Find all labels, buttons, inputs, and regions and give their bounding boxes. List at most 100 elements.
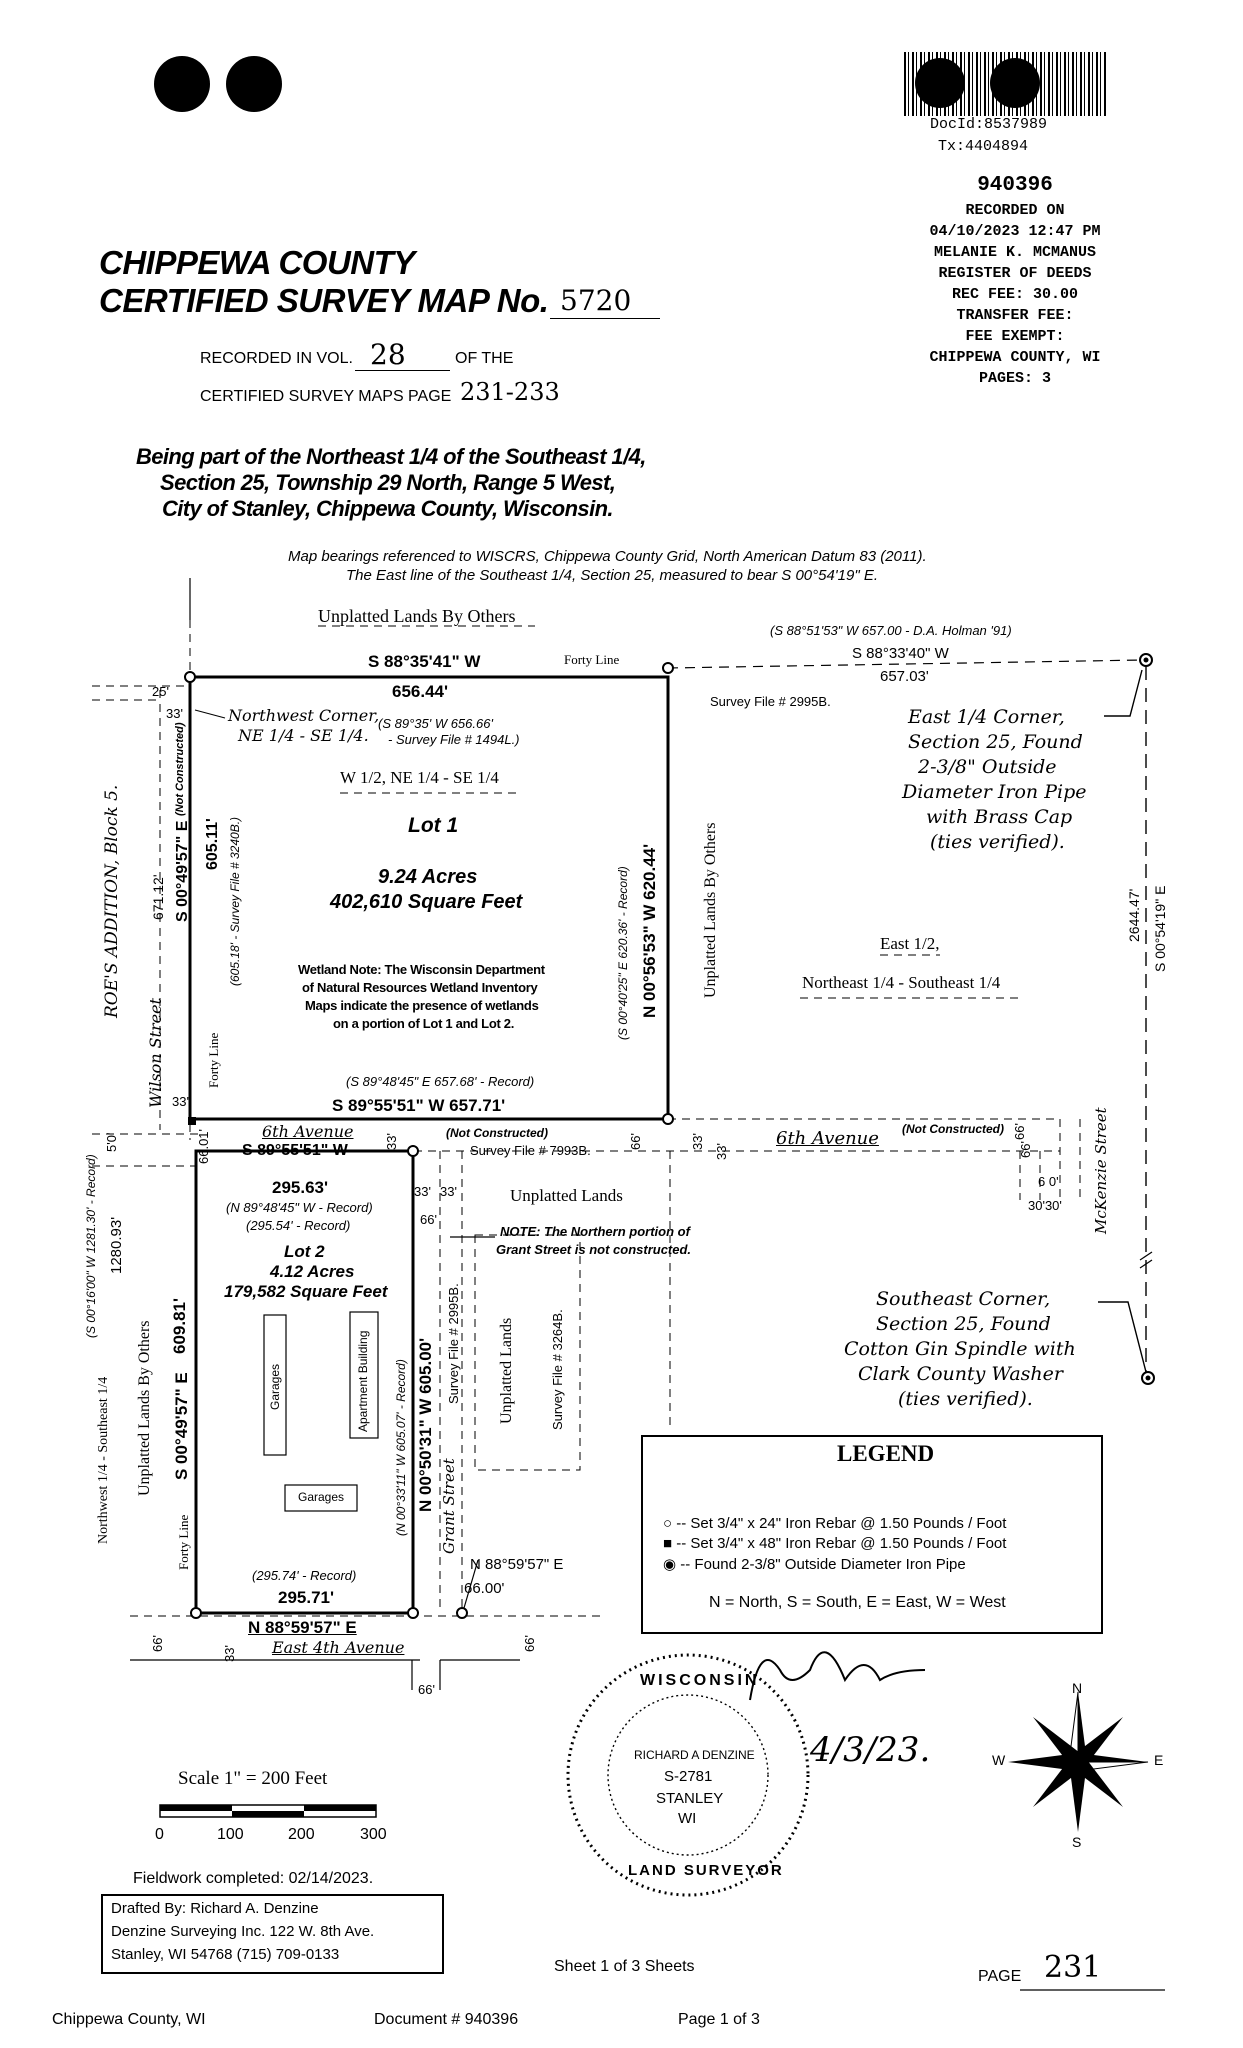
dim-66-c: 66' — [1018, 1141, 1033, 1158]
lot2-north: 295.63' — [272, 1178, 329, 1197]
lot2-north-rec1: (N 89°48'45" W - Record) — [226, 1200, 373, 1215]
legend-box: LEGEND ○ -- Set 3/4" x 24" Iron Rebar @ … — [641, 1435, 1103, 1634]
doc-id: DocId:8537989 — [930, 116, 1048, 133]
dim-33-c: 33' — [714, 1143, 729, 1160]
w-half-label: W 1/2, NE 1/4 - SE 1/4 — [340, 768, 499, 787]
punch-hole-left — [154, 56, 210, 112]
sixth-ave-east: 6th Avenue — [776, 1128, 879, 1149]
legend-directions: N = North, S = South, E = East, W = West — [709, 1594, 1006, 1611]
dim-66-d: 66' — [420, 1212, 437, 1227]
seal-state: WI — [678, 1810, 697, 1827]
se-corner-4: Clark County Washer — [858, 1363, 1063, 1385]
page-number: 231 — [1044, 1950, 1102, 1985]
page-label: PAGE — [978, 1968, 1022, 1985]
dim-60: 6 0' — [1038, 1174, 1059, 1189]
se-corner-5: (ties verified). — [898, 1388, 1033, 1410]
lot2-south-rec: (295.74' - Record) — [252, 1568, 357, 1583]
lot1-west-dist: 605.11' — [204, 818, 221, 870]
garages-label-1: Garages — [268, 1363, 282, 1410]
unplatted-others-east: Unplatted Lands By Others — [702, 822, 719, 998]
nw-corner-2: NE 1/4 - SE 1/4. — [238, 726, 369, 745]
nw-corner-1: Northwest Corner, — [228, 706, 380, 725]
dim-33-e: 33' — [440, 1184, 457, 1199]
register-title: REGISTER OF DEEDS — [938, 265, 1092, 282]
drafted-line-3: Stanley, WI 54768 (715) 709-0133 — [111, 1946, 340, 1963]
record-1494b: - Survey File # 1494L.) — [388, 732, 520, 747]
sixth-bearing: S 89°55'51" W — [242, 1142, 348, 1159]
legend-item-2: ■ -- Set 3/4" x 48" Iron Rebar @ 1.50 Po… — [663, 1535, 1007, 1552]
east-half-1: East 1/2, — [880, 934, 940, 953]
east-corner-5: with Brass Cap — [926, 806, 1073, 828]
map-number-underline — [550, 318, 660, 319]
lot1-east: N 00°56'53" W 620.44' — [640, 843, 659, 1018]
unplatted-others-west: Unplatted Lands By Others — [136, 1320, 153, 1496]
volume-number: 28 — [370, 338, 406, 371]
east-corner-4: Diameter Iron Pipe — [902, 781, 1087, 803]
wetland-note-3: Maps indicate the presence of wetlands — [305, 998, 539, 1013]
dim-33-top: 33' — [166, 706, 183, 721]
survey-3264b: Survey File # 3264B. — [550, 1309, 565, 1430]
lot1-sqft: 402,610 Square Feet — [330, 891, 523, 913]
lot2-label: Lot 2 — [284, 1242, 325, 1261]
seal-top: WISCONSIN — [640, 1672, 760, 1689]
se-corner-1: Southeast Corner, — [876, 1288, 1051, 1310]
north-arrow — [1008, 1691, 1149, 1832]
forty-line-lot2: Forty Line — [176, 1514, 191, 1570]
lot2-east: N 00°50'31" W 605.00' — [416, 1337, 435, 1512]
signature-stroke — [749, 1651, 926, 1701]
recording-county: CHIPPEWA COUNTY, WI — [929, 349, 1101, 366]
lot1-west-nc: (Not Constructed) — [174, 722, 186, 817]
wilson-street: Wilson Street — [146, 997, 165, 1108]
lot1-south: S 89°55'51" W 657.71' — [332, 1096, 506, 1115]
garages-label-2: Garages — [298, 1490, 345, 1504]
legend-item-3-text: -- Found 2-3/8" Outside Diameter Iron Pi… — [680, 1556, 966, 1573]
transfer-fee: TRANSFER FEE: — [956, 307, 1074, 324]
survey-2995b-v: Survey File # 2995B. — [446, 1283, 461, 1404]
punch-hole-barcode-1 — [915, 58, 965, 108]
drafted-by-box: Drafted By: Richard A. Denzine Denzine S… — [101, 1894, 444, 1974]
north-dist-east: 657.03' — [880, 668, 929, 685]
lot2-acres: 4.12 Acres — [270, 1262, 355, 1281]
se-corner-3: Cotton Gin Spindle with — [844, 1338, 1076, 1360]
lot1-acres: 9.24 Acres — [378, 866, 478, 888]
title-csm: CERTIFIED SURVEY MAP No. — [99, 282, 549, 319]
signature-date: 4/3/23. — [810, 1730, 931, 1770]
lot2-sqft: 179,582 Square Feet — [224, 1282, 388, 1301]
scale-tick-100: 100 — [217, 1826, 244, 1843]
drafted-line-2: Denzine Surveying Inc. 122 W. 8th Ave. — [111, 1923, 375, 1940]
wetland-note-4: on a portion of Lot 1 and Lot 2. — [333, 1016, 515, 1031]
legend-item-1: ○ -- Set 3/4" x 24" Iron Rebar @ 1.50 Po… — [663, 1515, 1007, 1532]
seal-number: S-2781 — [664, 1768, 713, 1785]
apartment-box — [349, 1311, 379, 1439]
east-corner-3: 2-3/8" Outside — [918, 756, 1057, 778]
dim-33-6th: 33' — [384, 1133, 399, 1150]
compass-e: E — [1154, 1752, 1164, 1768]
dim-25-top: 25' — [152, 684, 169, 699]
footer-document: Document # 940396 — [374, 2011, 519, 2028]
forty-line-north: Forty Line — [564, 652, 620, 667]
compass-s: S — [1072, 1834, 1082, 1850]
page-range: 231-233 — [460, 378, 560, 406]
fee-exempt: FEE EXEMPT: — [965, 328, 1065, 345]
lot2-south: 295.71' — [278, 1588, 335, 1607]
garage-box-1 — [263, 1314, 287, 1456]
lot2-east-rec: (N 00°33'11" W 605.07' - Record) — [394, 1359, 408, 1536]
sixth-ave-nc: (Not Constructed) — [446, 1126, 548, 1140]
lot2-west-rec: (S 00°16'00" W 1281.30' - Record) — [84, 1154, 98, 1338]
mckenzie-street: McKenzie Street — [1092, 1107, 1110, 1234]
lot2-boundary — [194, 1149, 415, 1615]
lot1-west-bearing: S 00°49'57" E — [174, 820, 191, 922]
forty-line-west: Forty Line — [206, 1032, 221, 1088]
sixth-ave-nc-east: (Not Constructed) — [902, 1122, 1004, 1136]
grant-note-1: NOTE: The Northern portion of — [500, 1224, 690, 1239]
sheet-label: Sheet 1 of 3 Sheets — [554, 1958, 695, 1975]
dim-66-a: 66' — [628, 1133, 643, 1150]
north-bearing: S 88°35'41" W — [368, 652, 481, 671]
tx-number: Tx:4404894 — [938, 138, 1029, 155]
garage-box-2 — [284, 1484, 358, 1512]
grant-bearing: N 88°59'57" E — [470, 1556, 564, 1573]
east-half-2: Northeast 1/4 - Southeast 1/4 — [802, 973, 1001, 992]
apartment-label: Apartment Building — [356, 1330, 370, 1432]
unplatted-top: Unplatted Lands By Others — [318, 606, 516, 626]
east-4th-ave: East 4th Avenue — [272, 1638, 405, 1657]
